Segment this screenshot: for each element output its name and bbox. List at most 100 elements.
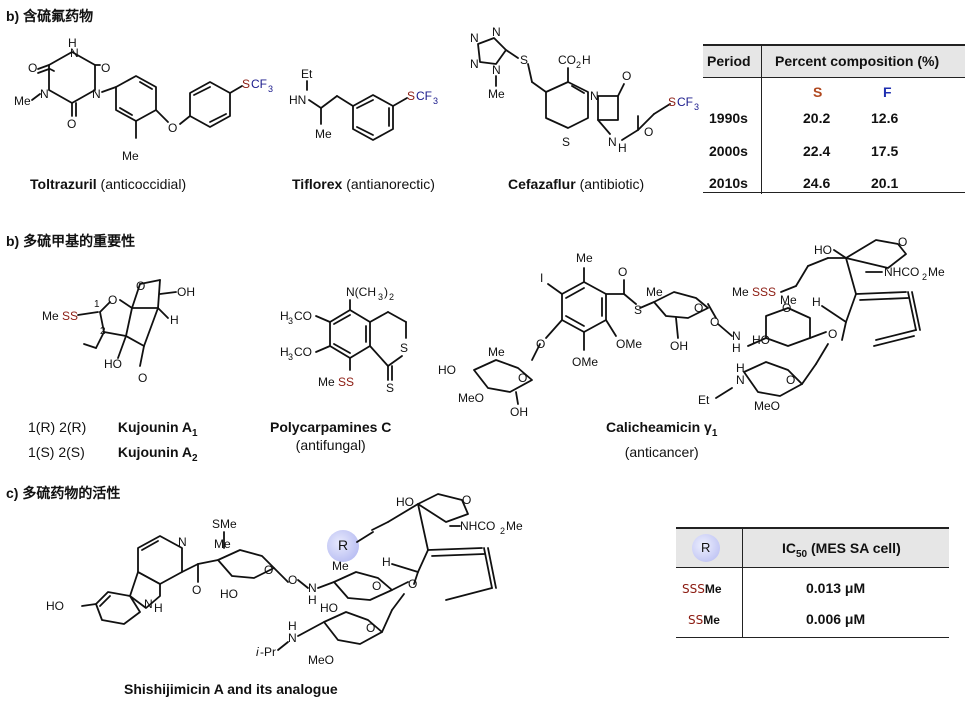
svg-text:N: N xyxy=(736,373,745,387)
svg-text:O: O xyxy=(644,125,653,139)
svg-text:I: I xyxy=(540,271,543,285)
ic50-row-value: 0.013 μM xyxy=(806,580,866,596)
calicheamicin-activity: (anticancer) xyxy=(624,443,699,460)
svg-text:N: N xyxy=(470,31,479,45)
toltrazuril-activity: (anticoccidial) xyxy=(100,176,187,192)
svg-text:H: H xyxy=(154,601,163,615)
tiflorex-name: Tiflorex xyxy=(292,176,343,192)
svg-text:HO: HO xyxy=(104,357,122,371)
svg-text:Me: Me xyxy=(315,127,332,141)
svg-text:Me: Me xyxy=(780,293,797,307)
svg-text:3: 3 xyxy=(268,84,273,94)
row-s-value: 24.6 xyxy=(803,175,831,191)
cefazaflur-name: Cefazaflur xyxy=(508,176,576,192)
toltrazuril-label: Toltrazuril (anticoccidial) xyxy=(30,176,186,192)
r-group-label: R xyxy=(338,537,349,553)
svg-text:CO: CO xyxy=(558,53,576,67)
svg-text:H: H xyxy=(280,309,289,323)
cefazaflur-label: Cefazaflur (antibiotic) xyxy=(508,176,644,192)
svg-text:1: 1 xyxy=(94,299,100,310)
svg-text:S: S xyxy=(386,381,394,395)
section-a-heading: b) 含硫氟药物 xyxy=(6,8,94,24)
r-group-circle xyxy=(327,530,359,562)
svg-text:3: 3 xyxy=(288,316,293,326)
svg-text:H: H xyxy=(736,361,745,375)
svg-text:Me: Me xyxy=(488,345,505,359)
svg-text:H: H xyxy=(288,619,297,633)
svg-text:3: 3 xyxy=(694,102,699,112)
svg-text:Me: Me xyxy=(646,285,663,299)
ic50-header-bg xyxy=(676,527,949,567)
svg-text:NHCO: NHCO xyxy=(884,265,919,279)
svg-text:SS: SS xyxy=(338,375,354,389)
svg-text:S: S xyxy=(520,53,528,67)
svg-text:O: O xyxy=(786,373,795,387)
svg-text:OMe: OMe xyxy=(616,337,642,351)
calicheamicin-name: Calicheamicin γ xyxy=(606,419,712,435)
ic50-r-circle xyxy=(692,534,720,562)
svg-text:3: 3 xyxy=(433,96,438,106)
svg-text:HO: HO xyxy=(46,599,64,613)
row-s-value: 20.2 xyxy=(803,110,831,126)
row-period: 2000s xyxy=(709,143,748,159)
svg-text:N: N xyxy=(92,87,101,101)
svg-text:O: O xyxy=(618,265,627,279)
svg-text:CF: CF xyxy=(677,95,693,109)
svg-text:O: O xyxy=(108,293,117,307)
svg-text:HO: HO xyxy=(220,587,238,601)
row-s-value: 22.4 xyxy=(803,143,831,159)
composition-table: Period Percent composition (%) S F 1990s… xyxy=(703,44,965,194)
ic50-row-group: SSMe xyxy=(688,613,720,627)
svg-text:N: N xyxy=(40,87,49,101)
row-period: 1990s xyxy=(709,110,748,126)
svg-text:OMe: OMe xyxy=(572,355,598,369)
ic50-row-group: SSSMe xyxy=(682,582,722,596)
ic50-header-rest: (MES SA cell) xyxy=(807,540,901,556)
svg-text:N: N xyxy=(732,329,741,343)
svg-text:S: S xyxy=(242,77,250,91)
svg-text:3: 3 xyxy=(288,352,293,362)
svg-text:N: N xyxy=(178,535,187,549)
svg-text:O: O xyxy=(192,583,201,597)
ic50-group-ss: SS xyxy=(688,613,704,627)
svg-text:O: O xyxy=(136,279,145,293)
polycarpamine-name: Polycarpamines C xyxy=(270,419,392,435)
ic50-row-value: 0.006 μM xyxy=(806,611,866,627)
svg-text:H: H xyxy=(308,593,317,607)
svg-text:O: O xyxy=(28,61,37,75)
svg-text:Me: Me xyxy=(42,309,59,323)
svg-text:SS: SS xyxy=(62,309,78,323)
svg-text:H: H xyxy=(732,341,741,355)
svg-text:S: S xyxy=(634,303,642,317)
svg-text:): ) xyxy=(384,285,388,299)
svg-text:H: H xyxy=(812,295,821,309)
row-f-value: 20.1 xyxy=(871,175,899,191)
svg-text:H: H xyxy=(582,53,591,67)
row-period: 2010s xyxy=(709,175,748,191)
row-f-value: 12.6 xyxy=(871,110,899,126)
svg-text:O: O xyxy=(898,235,907,249)
polycarpamine-label: Polycarpamines C (antifungal) xyxy=(270,418,391,454)
svg-text:N: N xyxy=(608,135,617,149)
ic50-r-label: R xyxy=(701,540,711,555)
svg-text:HO: HO xyxy=(396,495,414,509)
svg-text:Me: Me xyxy=(318,375,335,389)
svg-text:MeO: MeO xyxy=(754,399,780,413)
svg-text:Me: Me xyxy=(488,87,505,101)
svg-text:Me: Me xyxy=(732,285,749,299)
ic50-group-me: Me xyxy=(703,613,720,627)
svg-text:HO: HO xyxy=(438,363,456,377)
svg-text:O: O xyxy=(782,301,791,315)
svg-text:S: S xyxy=(407,89,415,103)
period-header: Period xyxy=(707,53,751,69)
svg-text:H: H xyxy=(68,36,77,50)
calicheamicin-label: Calicheamicin γ1 (anticancer) xyxy=(606,418,717,461)
section-c-heading: c) 多硫药物的活性 xyxy=(6,485,121,501)
svg-text:Me: Me xyxy=(506,519,523,533)
svg-text:O: O xyxy=(101,61,110,75)
